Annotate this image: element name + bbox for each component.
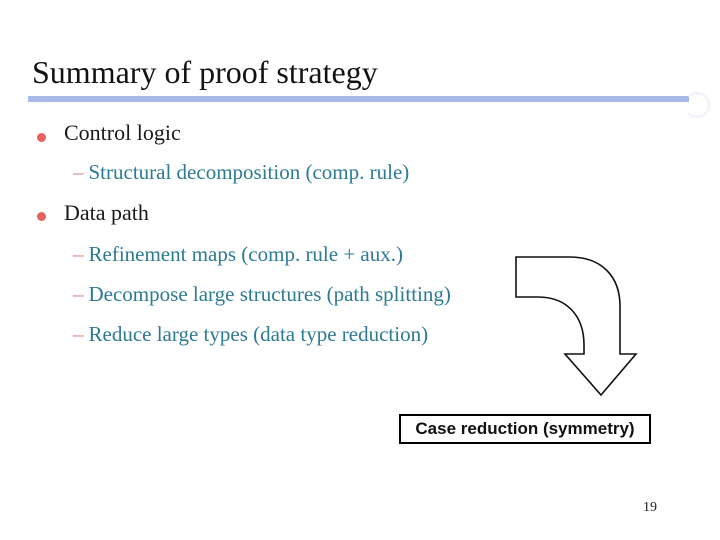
case-reduction-callout-box: Case reduction (symmetry) bbox=[399, 414, 651, 444]
sub-bullet-dash: – bbox=[73, 282, 84, 306]
bullet-dot-icon bbox=[37, 133, 46, 142]
bent-down-arrow-shape bbox=[515, 256, 638, 397]
slide-title: Summary of proof strategy bbox=[32, 54, 378, 90]
sub-bullet-dash: – bbox=[73, 242, 84, 266]
bullet-dot-icon bbox=[37, 212, 46, 221]
bullet-item-control-logic: Control logic bbox=[64, 120, 181, 145]
sub-bullet-label: Structural decomposition (comp. rule) bbox=[88, 160, 410, 184]
sub-bullet-dash: – bbox=[73, 160, 84, 184]
page-number: 19 bbox=[643, 500, 657, 515]
sub-bullet-label: Decompose large structures (path splitti… bbox=[88, 282, 451, 306]
sub-bullet-structural-decomposition: –Structural decomposition (comp. rule) bbox=[73, 162, 409, 183]
sub-bullet-refinement-maps: –Refinement maps (comp. rule + aux.) bbox=[73, 244, 403, 265]
sub-bullet-label: Reduce large types (data type reduction) bbox=[88, 322, 429, 346]
title-underline-bar bbox=[28, 96, 689, 102]
sub-bullet-dash: – bbox=[73, 322, 84, 346]
sub-bullet-label: Refinement maps (comp. rule + aux.) bbox=[88, 242, 404, 266]
sub-bullet-decompose-structures: –Decompose large structures (path splitt… bbox=[73, 284, 451, 305]
bullet-item-data-path: Data path bbox=[64, 200, 149, 225]
decorative-swirl bbox=[684, 92, 710, 118]
sub-bullet-reduce-types: –Reduce large types (data type reduction… bbox=[73, 324, 428, 345]
case-reduction-callout-label: Case reduction (symmetry) bbox=[415, 419, 635, 438]
